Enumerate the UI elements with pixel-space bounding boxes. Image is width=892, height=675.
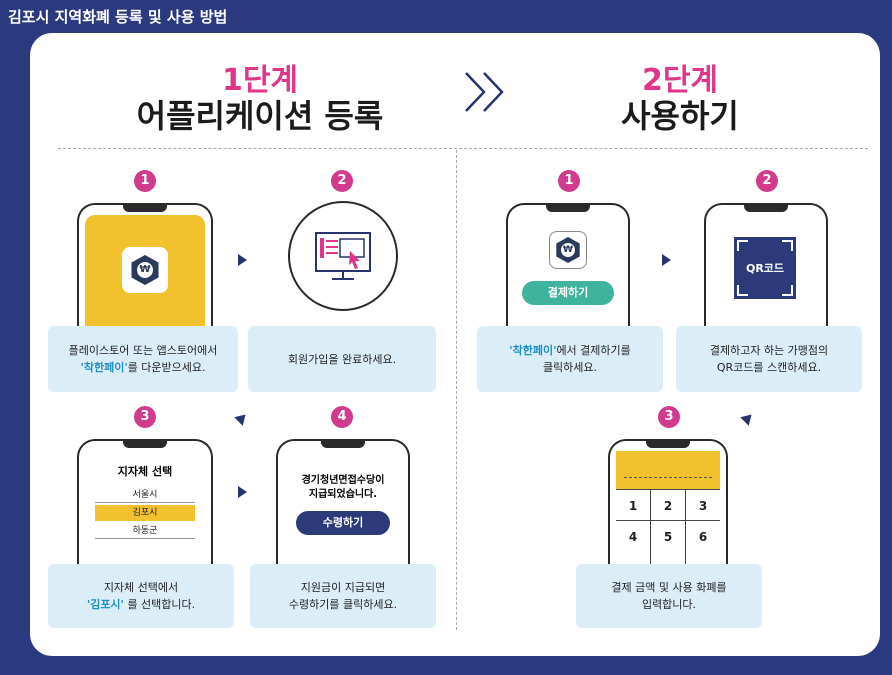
- arrow-right-icon: [238, 486, 247, 498]
- arrow-up-right-icon: [740, 410, 756, 426]
- phone-mockup: QR코드: [704, 203, 828, 328]
- keypad-key[interactable]: 6: [686, 523, 720, 551]
- qr-scan-frame: QR코드: [734, 237, 796, 299]
- step-number-badge: 3: [134, 406, 156, 428]
- receive-button[interactable]: 수령하기: [296, 511, 390, 535]
- amount-display: [616, 451, 720, 489]
- keypad-key[interactable]: 5: [651, 523, 685, 551]
- notice-text: 경기청년면접수당이: [278, 471, 408, 486]
- stage1-title: 어플리케이션 등록: [90, 91, 430, 137]
- step-number-badge: 4: [331, 406, 353, 428]
- stage2-title: 사용하기: [570, 91, 790, 137]
- arrow-up-right-icon: [234, 410, 250, 426]
- region-option-selected[interactable]: 김포시: [95, 505, 195, 521]
- keypad: 1 2 3 4 5 6: [616, 489, 720, 564]
- arrow-right-icon: [662, 254, 671, 266]
- step-caption: 지자체 선택에서 '김포시' 를 선택합니다.: [48, 564, 234, 628]
- qr-label: QR코드: [734, 260, 796, 276]
- step-caption: 플레이스토어 또는 앱스토어에서 '착한페이'를 다운받으세요.: [48, 326, 238, 392]
- chakhanpay-app-icon: ₩: [549, 231, 587, 269]
- step-caption: 결제 금액 및 사용 화폐를 입력합니다.: [576, 564, 762, 628]
- step-caption: 결제하고자 하는 가맹점의 QR코드를 스캔하세요.: [676, 326, 862, 392]
- keypad-key[interactable]: 3: [686, 492, 720, 520]
- screen-title: 지자체 선택: [79, 463, 211, 479]
- phone-mockup: ₩: [77, 203, 213, 328]
- pay-button[interactable]: 결제하기: [522, 281, 614, 305]
- divider-vertical: [456, 150, 457, 630]
- region-option[interactable]: 하동군: [95, 523, 195, 539]
- double-chevron-right-icon: [462, 69, 512, 119]
- computer-click-icon: [288, 201, 398, 311]
- keypad-key[interactable]: 1: [616, 492, 650, 520]
- step-caption: '착한페이'에서 결제하기를 클릭하세요.: [477, 326, 663, 392]
- monitor-circle: [288, 201, 398, 311]
- page-title: 김포시 지역화폐 등록 및 사용 방법: [8, 6, 227, 27]
- chakhanpay-app-icon: ₩: [122, 247, 168, 293]
- step-number-badge: 1: [134, 170, 156, 192]
- notice-text: 지급되었습니다.: [278, 485, 408, 500]
- region-option[interactable]: 서울시: [95, 487, 195, 503]
- content-card: 1단계 어플리케이션 등록 2단계 사용하기 1 ₩ 플레이스토어 또는 앱스토…: [30, 33, 880, 656]
- keypad-key[interactable]: 2: [651, 492, 685, 520]
- divider-horizontal: [58, 148, 868, 149]
- step-number-badge: 2: [331, 170, 353, 192]
- step-caption: 지원금이 지급되면 수령하기를 클릭하세요.: [250, 564, 436, 628]
- phone-mockup: 경기청년면접수당이 지급되었습니다. 수령하기: [276, 439, 410, 564]
- arrow-right-icon: [238, 254, 247, 266]
- step-number-badge: 2: [756, 170, 778, 192]
- phone-mockup: 지자체 선택 서울시 김포시 하동군: [77, 439, 213, 564]
- step-number-badge: 3: [658, 406, 680, 428]
- step-caption: 회원가입을 완료하세요.: [248, 326, 436, 392]
- phone-mockup: ₩ 결제하기: [506, 203, 630, 328]
- keypad-key[interactable]: 4: [616, 523, 650, 551]
- step-number-badge: 1: [558, 170, 580, 192]
- phone-mockup: 1 2 3 4 5 6: [608, 439, 728, 564]
